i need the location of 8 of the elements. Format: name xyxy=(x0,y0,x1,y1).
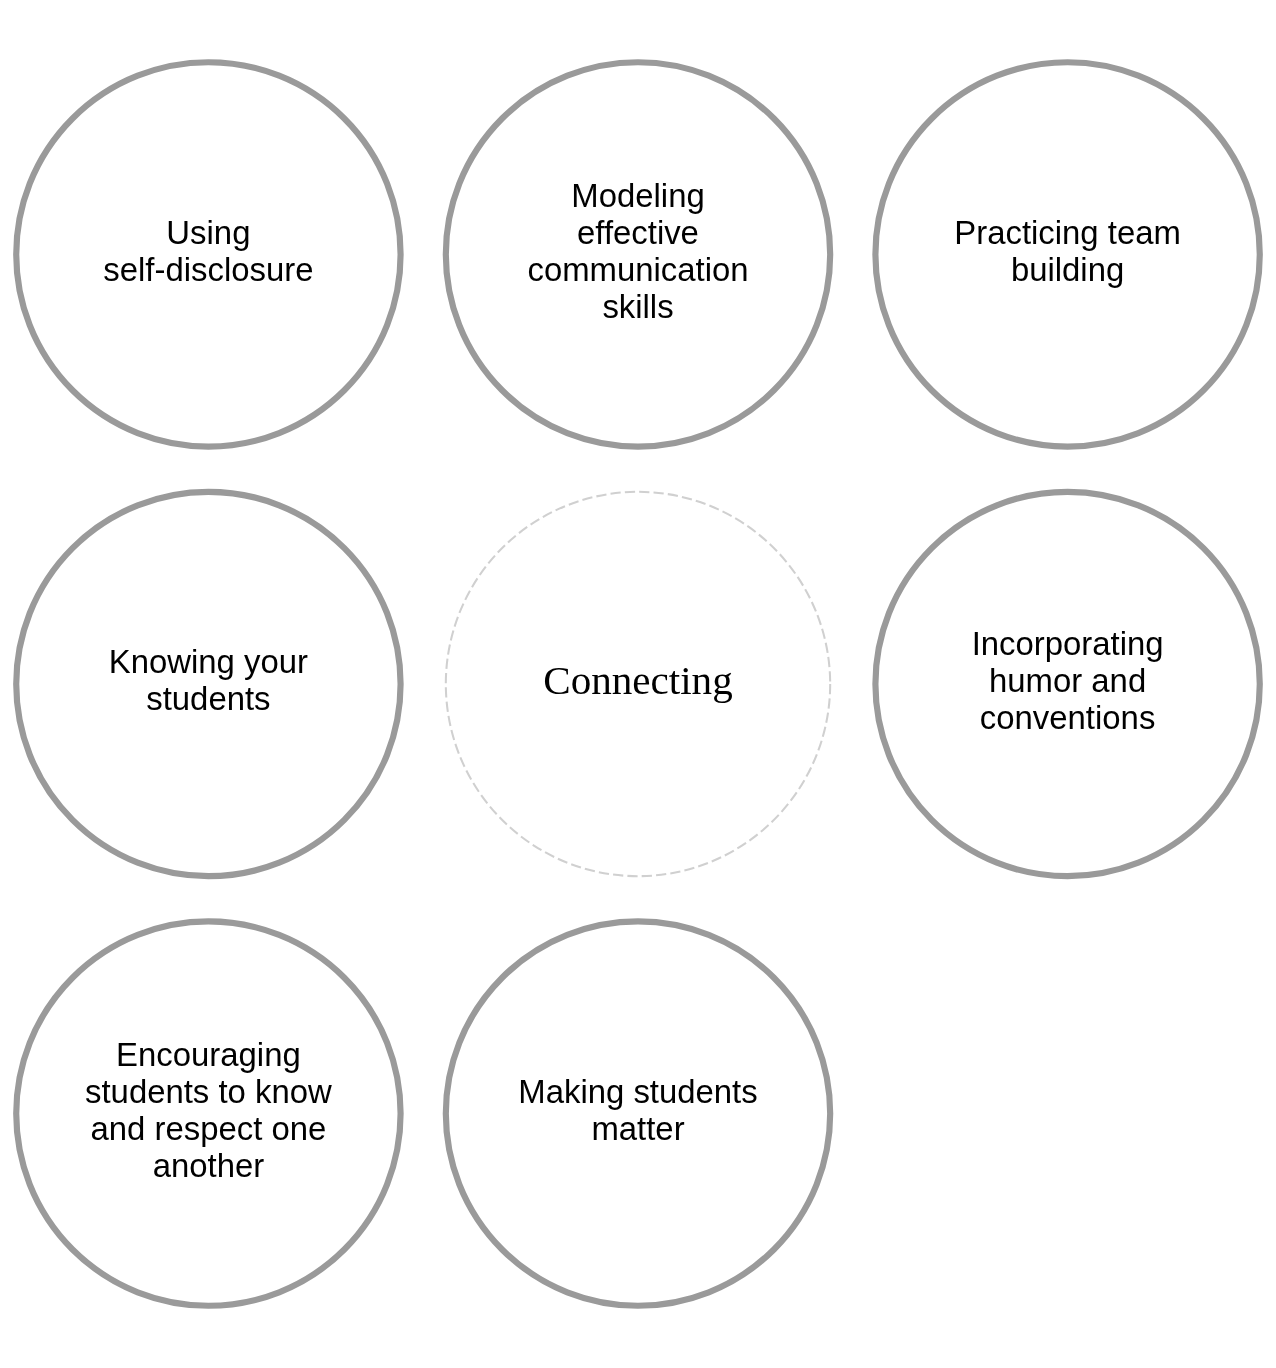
node-circle: Using self-disclosure xyxy=(13,59,404,450)
node-circle: Incorporating humor and conventions xyxy=(872,488,1263,880)
node-circle: Making students matter xyxy=(442,918,834,1309)
node-circle: Connecting xyxy=(444,490,832,878)
node-circle: Encouraging students to know and respect one another xyxy=(13,918,404,1309)
node-circle: Modeling effective communication skills xyxy=(442,59,834,450)
node-circle: Knowing your students xyxy=(13,488,404,880)
node-circle: Practicing team building xyxy=(872,59,1263,450)
